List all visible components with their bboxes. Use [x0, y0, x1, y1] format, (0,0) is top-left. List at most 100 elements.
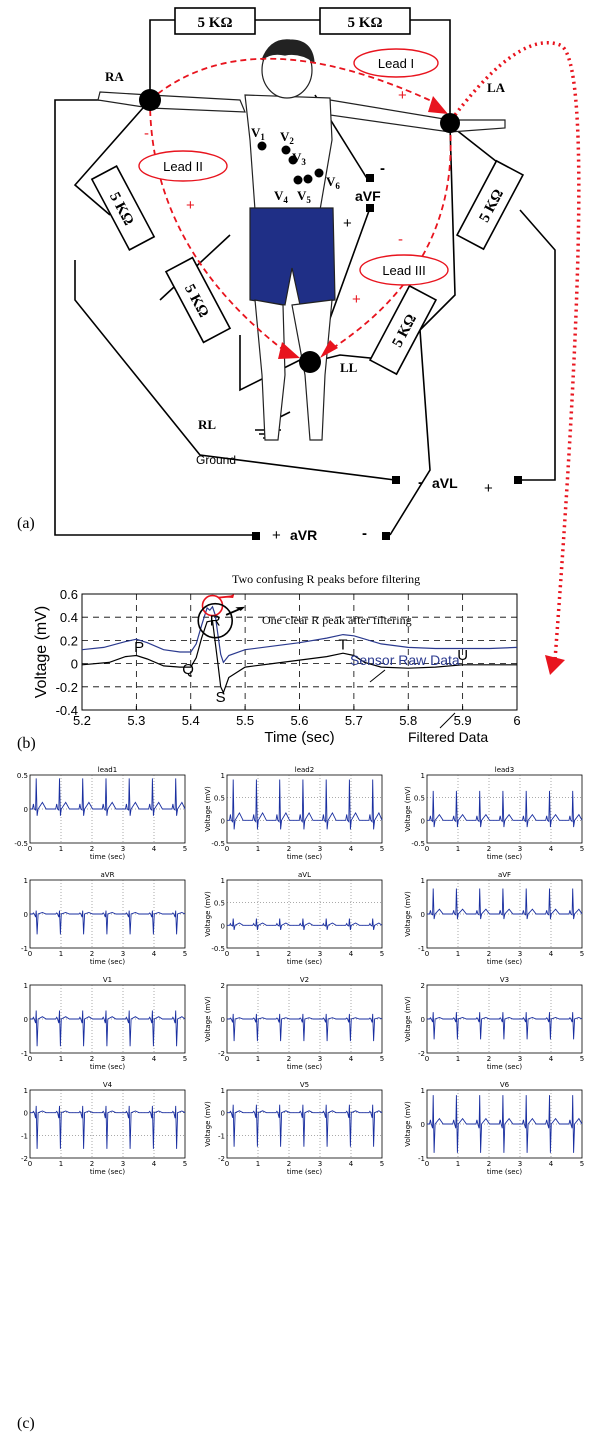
y-tick-label: -1 [418, 945, 425, 953]
lead-panel-title: V6 [500, 1081, 510, 1089]
panel-c-label: (c) [17, 1415, 35, 1432]
lead-i-plus: + [398, 87, 407, 104]
x-axis-label: time (sec) [287, 1063, 323, 1071]
lead-panel-title: lead3 [495, 766, 514, 774]
node-ll-label: LL [340, 360, 358, 375]
y-tick-label: -1 [21, 1050, 28, 1058]
x-axis-label: time (sec) [287, 1168, 323, 1176]
y-tick-label: -2 [218, 1155, 225, 1163]
electrode-dots [257, 141, 324, 185]
lead-panel-frame [226, 774, 383, 844]
x-tick-label: 3 [121, 1055, 125, 1063]
y-tick-label: -2 [418, 1050, 425, 1058]
lead-iii-label: Lead III [359, 254, 449, 286]
avf-minus: - [380, 160, 385, 177]
raw-leader-line [369, 669, 386, 683]
lead-trace [227, 1013, 383, 1042]
filtered-data-line [81, 619, 517, 695]
x-tick-label: 5 [183, 845, 187, 853]
y-tick-label: -0.2 [56, 680, 78, 695]
resistor-label: 5 KΩ [348, 15, 383, 31]
two-peaks-annotation: Two confusing R peaks before filtering [232, 572, 420, 586]
x-tick-label: 3 [318, 845, 322, 853]
x-tick-label: 0 [225, 950, 229, 958]
resistor-ra-la-right: 5 KΩ [319, 7, 411, 35]
x-tick-label: 2 [287, 1160, 291, 1168]
x-tick-label: 1 [256, 1160, 260, 1168]
lead-ii-minus: - [144, 125, 149, 142]
x-tick-label: 1 [256, 1055, 260, 1063]
svg-text:Lead III: Lead III [382, 263, 425, 278]
lead-panel-title: lead2 [295, 766, 314, 774]
node-ll [299, 351, 321, 373]
avf-plus: + [343, 215, 352, 232]
y-tick-label: 1 [24, 1087, 28, 1095]
y-tick-label: -1 [21, 1132, 28, 1140]
lead-trace [227, 1104, 383, 1147]
x-tick-label: 1 [59, 845, 63, 853]
x-tick-label: 5 [183, 1160, 187, 1168]
x-tick-label: 4 [549, 1055, 554, 1063]
left-leg [254, 299, 286, 441]
y-tick-label: 0 [421, 911, 425, 919]
x-tick-label: 3 [518, 950, 522, 958]
x-tick-label: 3 [518, 845, 522, 853]
raw-data-line [81, 605, 518, 664]
y-tick-label: 0.5 [414, 795, 425, 803]
wave-label-u: U [457, 647, 468, 664]
svg-text:Lead I: Lead I [378, 56, 414, 71]
x-axis-label: time (sec) [287, 853, 323, 861]
y-tick-label: 1 [221, 877, 225, 885]
y-tick-label: 0 [221, 1016, 225, 1024]
x-tick-label: 4 [349, 1160, 354, 1168]
node-ra-label: RA [105, 69, 124, 84]
raw-series-label: Sensor Raw Data [350, 652, 460, 668]
y-tick-label: -0.5 [211, 840, 225, 848]
x-tick-label: 5 [380, 845, 384, 853]
two-peaks-arrowhead [226, 594, 235, 599]
x-tick-label: 4 [152, 950, 157, 958]
y-tick-label: -0.5 [14, 840, 28, 848]
x-tick-label: 0 [425, 1160, 429, 1168]
x-tick-label: 3 [121, 1160, 125, 1168]
y-tick-label: 0 [24, 1110, 28, 1118]
x-tick-label: 1 [59, 1160, 63, 1168]
connector-dotted-arrow [453, 41, 581, 661]
lead-trace [427, 1095, 583, 1153]
one-peak-annotation: One clear R peak after filtering [262, 613, 412, 627]
x-tick-label: 3 [518, 1160, 522, 1168]
y-tick-label: 1 [221, 772, 225, 780]
x-tick-label: 0 [28, 1055, 32, 1063]
svg-text:Lead II: Lead II [163, 159, 203, 174]
lead-iii-plus: + [352, 291, 361, 308]
x-axis-label: time (sec) [487, 1168, 523, 1176]
x-tick-label: 4 [349, 1055, 354, 1063]
y-tick-label: 1 [421, 772, 425, 780]
y-tick-label: 2 [221, 982, 225, 990]
r-peak-circle [197, 602, 234, 639]
y-tick-label: 0.2 [60, 633, 78, 648]
node-la [440, 113, 460, 133]
x-tick-label: 5.6 [290, 713, 308, 728]
x-axis-label: time (sec) [487, 1063, 523, 1071]
x-tick-label: 3 [518, 1055, 522, 1063]
node-rl-label: RL [198, 417, 216, 432]
lead-trace [427, 888, 583, 920]
y-tick-label: 0 [24, 1016, 28, 1024]
connector-arrowhead [545, 655, 565, 675]
x-tick-label: 2 [287, 1055, 291, 1063]
panel-b-label: (b) [17, 735, 36, 752]
x-tick-label: 1 [256, 950, 260, 958]
x-tick-label: 0 [225, 845, 229, 853]
x-tick-label: 0 [28, 1160, 32, 1168]
electrode-v2: V2 [280, 129, 294, 146]
lead-trace [227, 918, 383, 930]
x-tick-label: 1 [456, 950, 460, 958]
one-peak-arrowhead [235, 606, 246, 611]
